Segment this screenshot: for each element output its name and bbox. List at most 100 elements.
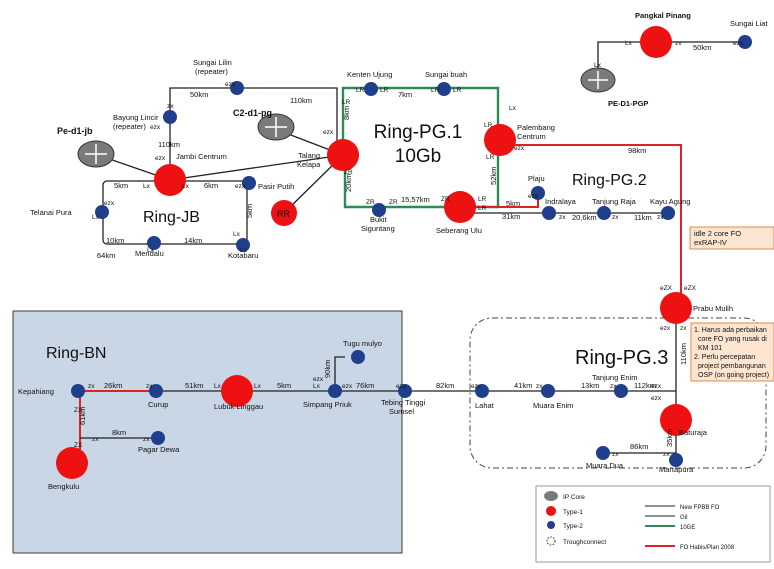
port-bayung-zx: zx [167,103,174,110]
label-c2-d1-pg: C2-d1-pg [233,108,272,118]
port-buah-lr2: LR [453,87,462,94]
node-pagar-dewa [151,431,165,445]
node-tanjung-raja [597,206,611,220]
node-bukit-siguntang [372,203,386,217]
port-muaradua-zx: zx [612,451,619,458]
legend-ip-core-icon [544,491,558,501]
port-curup-zx: zx [146,383,153,390]
port-talang-zr: ZR [344,169,353,176]
label-pe-d1-pgp: PE-D1-PGP [608,99,648,108]
dist-bengkulu-pagar: 8km [112,428,126,437]
dist-indra-tanjung: 20,6km [572,213,597,222]
node-prabu-mulih [660,292,692,324]
node-lahat [475,384,489,398]
port-tr-zx: zx [612,214,619,221]
port-indra-zx: zx [559,214,566,221]
dist-baturaja-martapura: 35km [665,429,674,447]
node-kayu-agung [661,206,675,220]
dist-jb-right: 6km [204,181,218,190]
port-martapura-zx: zx [663,451,670,458]
port-bengkulu-zx: ZX [74,407,83,414]
port-jambi-ezx: ezx [155,155,166,162]
label-pagar-dewa: Pagar Dewa [138,445,180,454]
label-sungai-liat: Sungai Liat [730,19,768,28]
dist-tebing-lahat: 82km [436,381,454,390]
port-bengkulu-zx3: zx [92,436,99,443]
ring-pg2-red [460,197,539,208]
dist-bukit-seberang: 15,57km [401,195,430,204]
node-baturaja [660,404,692,436]
dist-simpang-tebing: 76km [356,381,374,390]
dist-simpang-tugu: 90km [323,360,332,378]
port-kota-lx: Lx [233,231,241,238]
legend-type2-icon [547,521,555,529]
node-sungai-liat [738,35,752,49]
port-tanjung-zx: zx [610,383,617,390]
node-talang-kelapa [327,139,359,171]
ring-bn-region [12,310,403,554]
node-sungai-lilin [230,81,244,95]
label-tanjung-enim: Tanjung Enim [592,373,637,382]
label-pe-d1-jb: Pe-d1-jb [57,126,93,136]
label-tanjung-raja: Tanjung Raja [592,197,637,206]
node-martapura [669,453,683,467]
port-bengkulu-zx2: ZX [74,442,83,449]
link-simpang-tugu [334,356,345,391]
ring-pg2-label: Ring-PG.2 [572,172,647,189]
port-kenten-lr2: LR [380,87,389,94]
dist-mendalu-kota: 14km [184,236,202,245]
dist-tanjung-kayu: 11km [634,213,652,222]
port-prabu-zx: zx [680,325,687,332]
callout-idle-fo: idle 2 core FO exRAP-IV [689,226,774,250]
ring-pg1-label: Ring-PG.1 [374,122,463,143]
port-pgp-lx: Lx [594,62,602,69]
node-sungai-buah [437,82,451,96]
port-c2-ezx: ezx [323,129,334,136]
port-pp-zx: zx [675,40,682,47]
legend: IP Core Type-1 Type-2 Troughconnect New … [535,485,771,563]
link-jambi-talang [169,154,344,181]
node-bayung-lincir [163,110,177,124]
port-baturaja-ezx: ezx [651,383,662,390]
label-kayu-agung: Kayu Agung [650,197,690,206]
dist-pasir-kota: 5km [245,204,254,218]
callout-note-5: project pembangunan [698,363,766,370]
label-bukit-2: Siguntang [361,224,395,233]
dist-lilin-right: 110km [290,96,312,105]
node-simpang-priuk [328,384,342,398]
dist-talang-bukit: 20km [344,174,353,192]
port-bayung-ezx: ezx [150,124,161,131]
legend-troughconnect-icon [546,536,556,546]
port-lahat-ezx: ezx [471,383,482,390]
node-muara-dua [596,446,610,460]
port-muara-zx: zx [536,383,543,390]
label-telanai-pura: Telanai Pura [30,208,73,217]
dist-pal-seb: 52km [489,167,498,185]
legend-type1-icon [546,506,556,516]
port-seb-zr: ZR [441,196,450,203]
node-muara-enim [541,384,555,398]
port-kota-lx2: Lx [240,247,248,254]
node-bengkulu [56,447,88,479]
port-plaju-ezx: ezx [528,193,539,200]
callout-note-6: OSP (on going project) [698,372,769,379]
label-palembang-1: Palembang [517,123,555,132]
port-ka-zx: zx [657,214,664,221]
dist-tanjung-baturaja: 112km [634,381,656,390]
port-seb-lr2: LR [478,205,487,212]
port-sl-ezx: ezx [733,40,744,47]
ring-pg3-label: Ring-PG.3 [575,347,668,369]
callout-note-4: 2. Perlu percepatan [694,354,755,361]
router-icon-pe-d1-jb [77,140,115,168]
label-tebing-1: Tebing Tinggi [381,398,426,407]
label-pasir-putih: Pasir Putih [258,182,294,191]
node-kotabaru [236,238,250,252]
port-jb-lx: Lx [143,183,151,190]
callout-note: 1. Harus ada perbaikan core FO yang rusa… [690,322,774,382]
dist-lubuk-simpang: 5km [277,381,291,390]
port-pal-lx: Lx [509,105,517,112]
port-tugu-ezx: ezx [313,376,324,383]
dist-muaradua-martapura: 86km [630,442,648,451]
label-martapura: Martapura [659,465,694,474]
port-telanai-ezx: ezx [104,200,115,207]
